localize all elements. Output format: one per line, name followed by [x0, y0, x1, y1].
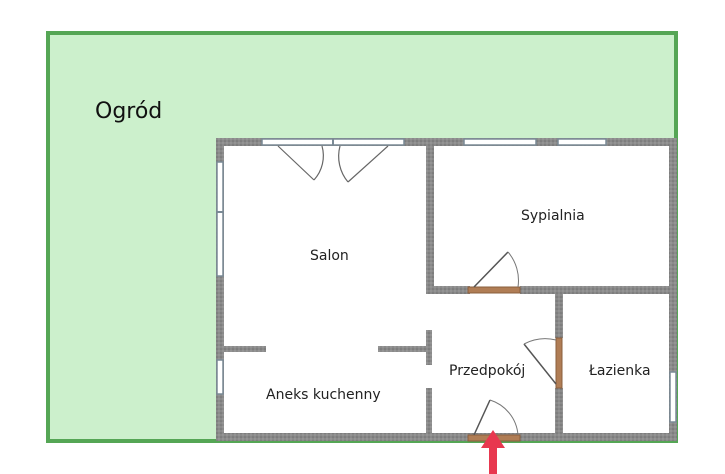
window-bedroom-right [557, 138, 607, 146]
inner-walls [222, 140, 672, 436]
outer-walls [216, 138, 677, 441]
room-label-bathroom: Łazienka [588, 363, 651, 379]
window-salon-left [216, 161, 224, 277]
arrow-up-icon [481, 430, 505, 474]
room-label-salon: Salon [310, 248, 349, 264]
window-salon-lower-left [216, 359, 224, 395]
window-bedroom-left [463, 138, 537, 146]
bedroom-door [467, 251, 521, 294]
room-label-kitchenette: Aneks kuchenny [266, 387, 381, 403]
window-bathroom [669, 371, 677, 423]
room-label-hallway: Przedpokój [449, 363, 525, 379]
balcony-door [277, 145, 389, 183]
bathroom-door [523, 337, 563, 389]
room-label-bedroom: Sypialnia [521, 208, 585, 224]
windows [216, 138, 677, 423]
garden-label: Ogród [95, 99, 162, 124]
